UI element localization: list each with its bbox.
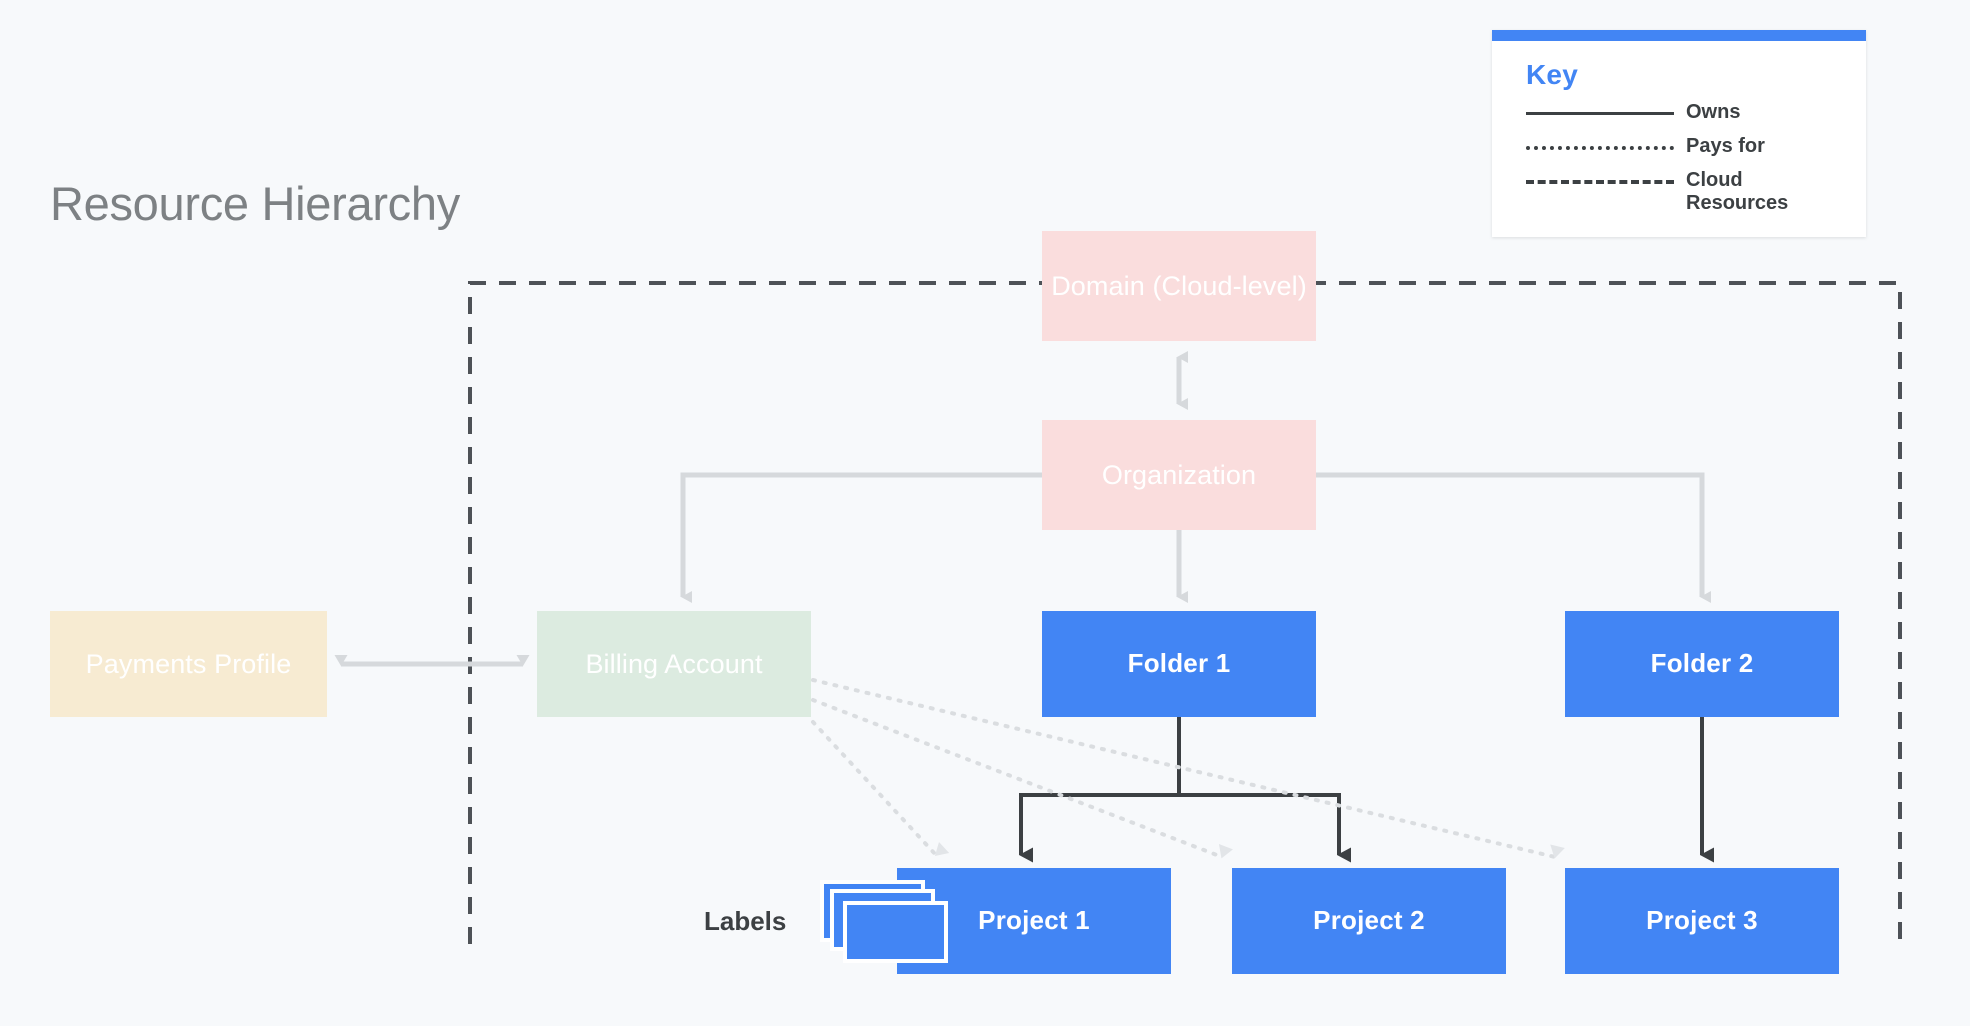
node-organization[interactable]: Organization [1042,420,1316,530]
node-payments-profile-label: Payments Profile [85,648,292,679]
node-project-2-label: Project 2 [1313,905,1425,936]
node-project-2[interactable]: Project 2 [1232,868,1506,974]
node-organization-label: Organization [1101,459,1257,490]
key-row-owns: Owns [1526,101,1836,127]
node-project-3-label: Project 3 [1646,905,1758,936]
key-accent-bar [1492,30,1866,41]
key-line-dashed-icon [1526,169,1674,191]
node-folder-2[interactable]: Folder 2 [1565,611,1839,717]
node-billing-account-label: Billing Account [585,648,763,679]
key-row-pays-for: Pays for [1526,135,1836,161]
node-folder-1[interactable]: Folder 1 [1042,611,1316,717]
key-row-cloud-resources: Cloud Resources [1526,169,1836,215]
node-folder-2-label: Folder 2 [1650,648,1754,679]
key-line-solid-icon [1526,101,1674,123]
node-project-1-label: Project 1 [978,905,1090,936]
page-title: Resource Hierarchy [50,177,460,230]
edge-organization-billing [680,472,1042,603]
key-title: Key [1526,59,1578,90]
key-body: Key Owns Pays for Cloud Resources [1492,41,1866,237]
key-label-cloud-resources: Cloud Resources [1686,169,1789,214]
node-folder-1-label: Folder 1 [1127,648,1231,679]
key-label-pays-for: Pays for [1686,135,1765,157]
node-domain[interactable]: Domain (Cloud-level) [1042,231,1316,341]
edge-organization-folder2 [1316,472,1711,603]
labels-stack-icon [820,880,950,963]
key-label-owns: Owns [1686,101,1741,123]
labels-annotation-text: Labels [704,906,787,936]
node-billing-account[interactable]: Billing Account [537,611,811,717]
label-card-front [843,901,948,963]
node-payments-profile[interactable]: Payments Profile [50,611,327,717]
node-domain-label: Domain (Cloud-level) [1051,270,1307,301]
node-project-3[interactable]: Project 3 [1565,868,1839,974]
edge-folder1-projects [1019,717,1351,863]
key-line-dotted-icon [1526,135,1674,157]
key-legend-card: Key Owns Pays for Cloud Resources [1492,30,1866,237]
